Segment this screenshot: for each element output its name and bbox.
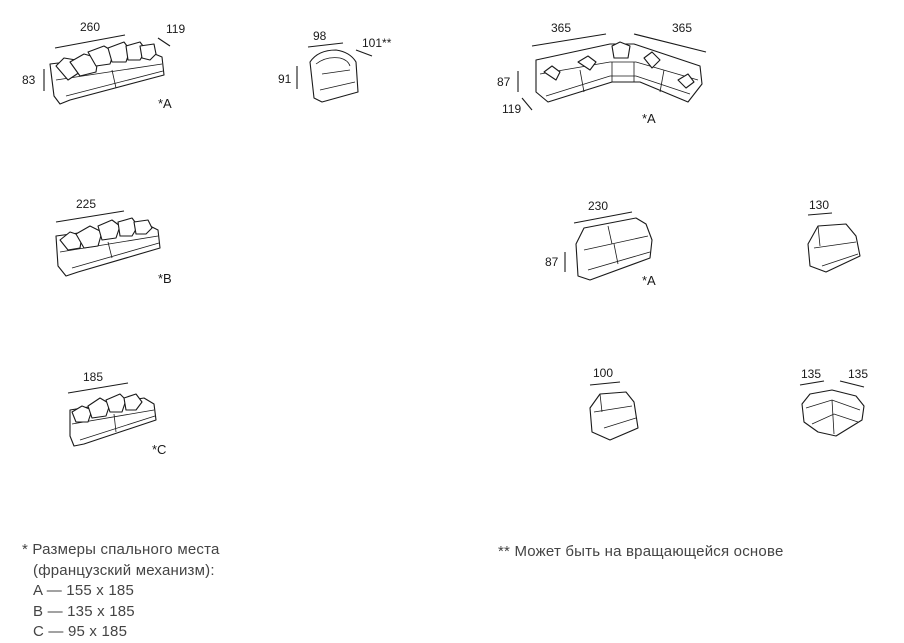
cushion [543, 65, 561, 81]
dim-height: 83 [22, 73, 36, 87]
notes-subtitle: (французский механизм): [33, 561, 215, 579]
mark-a: *A [158, 96, 172, 111]
dim-depth: 119 [502, 102, 521, 116]
mark-a: *A [642, 273, 656, 288]
dim-width: 185 [83, 370, 103, 384]
module-body [807, 223, 861, 273]
corner-lines [539, 61, 699, 97]
sofa-230: 230 87 *A [545, 199, 656, 288]
sofa-body [575, 217, 653, 281]
module-body [589, 391, 639, 441]
dim-height: 87 [497, 75, 511, 89]
swivel-note-text: ** Может быть на вращающейся основе [498, 543, 784, 560]
module-130: 130 [807, 198, 861, 273]
dim-line-side2 [633, 33, 707, 53]
cushion [71, 405, 93, 423]
dim-line-side2 [839, 380, 865, 388]
dim-width: 100 [593, 366, 613, 380]
sofa-seat-lines [59, 235, 160, 269]
dim-line-width [54, 34, 126, 49]
armchair-lines [315, 57, 356, 91]
cushion [577, 55, 597, 71]
cushion [87, 397, 111, 419]
swivel-note: ** Может быть на вращающейся основе [498, 542, 784, 563]
notes-title: * Размеры спального места [22, 541, 220, 558]
dim-side2: 135 [848, 367, 868, 381]
dim-line-depth [157, 37, 171, 47]
sofa-225: 225 *B [55, 197, 172, 286]
dim-width: 225 [76, 197, 96, 211]
dim-width: 260 [80, 20, 100, 34]
cushion [97, 219, 121, 241]
dim-side1: 365 [551, 21, 571, 35]
dim-depth: 101** [362, 36, 392, 50]
dim-line-side1 [531, 33, 607, 47]
dim-side1: 135 [801, 367, 821, 381]
dim-width: 230 [588, 199, 608, 213]
dim-height: 91 [278, 72, 292, 86]
sleeping-size-notes: * Размеры спального места (французский м… [22, 540, 220, 643]
dim-line-width [573, 211, 633, 224]
dim-line-depth [355, 49, 373, 57]
dim-line-width [307, 42, 344, 48]
mark-a: *A [642, 111, 656, 126]
notes-size-c: C — 95 x 185 [33, 623, 128, 640]
mark-c: *C [152, 442, 166, 457]
cushion [643, 51, 661, 69]
dim-side2: 365 [672, 21, 692, 35]
dim-line-width [55, 210, 125, 223]
mark-b: *B [158, 271, 172, 286]
dim-line-width [807, 212, 833, 216]
dim-line-width [67, 382, 129, 394]
dim-height: 87 [545, 255, 559, 269]
cushion [123, 393, 143, 411]
sofa-260: 260 119 83 *A [22, 20, 185, 111]
corner-sofa: 365 365 87 119 *A [497, 21, 707, 126]
module-lines [593, 393, 637, 429]
corner-module: 135 135 [799, 367, 868, 437]
armchair: 98 101** 91 [278, 29, 392, 103]
corner-module-lines [805, 399, 861, 435]
notes-size-a: A — 155 x 185 [33, 582, 135, 599]
dim-width: 98 [313, 29, 327, 43]
notes-size-b: B — 135 x 185 [33, 602, 135, 620]
dim-line-width [589, 381, 621, 386]
dim-line-side1 [799, 380, 825, 386]
module-lines [813, 225, 859, 267]
cushion [133, 219, 153, 235]
sofa-seat-lines [55, 63, 164, 97]
cushion [611, 41, 631, 59]
module-100: 100 [589, 366, 639, 441]
sofa-185: 185 *C [67, 370, 166, 457]
cushion [139, 43, 157, 61]
dim-width: 130 [809, 198, 829, 212]
dim-line-depth [521, 97, 533, 111]
armchair-body [309, 49, 359, 103]
dim-depth: 119 [166, 22, 185, 36]
cushion [75, 225, 103, 249]
sofa-seat-lines [583, 225, 651, 271]
cushion [677, 73, 695, 89]
cushion [105, 393, 127, 413]
